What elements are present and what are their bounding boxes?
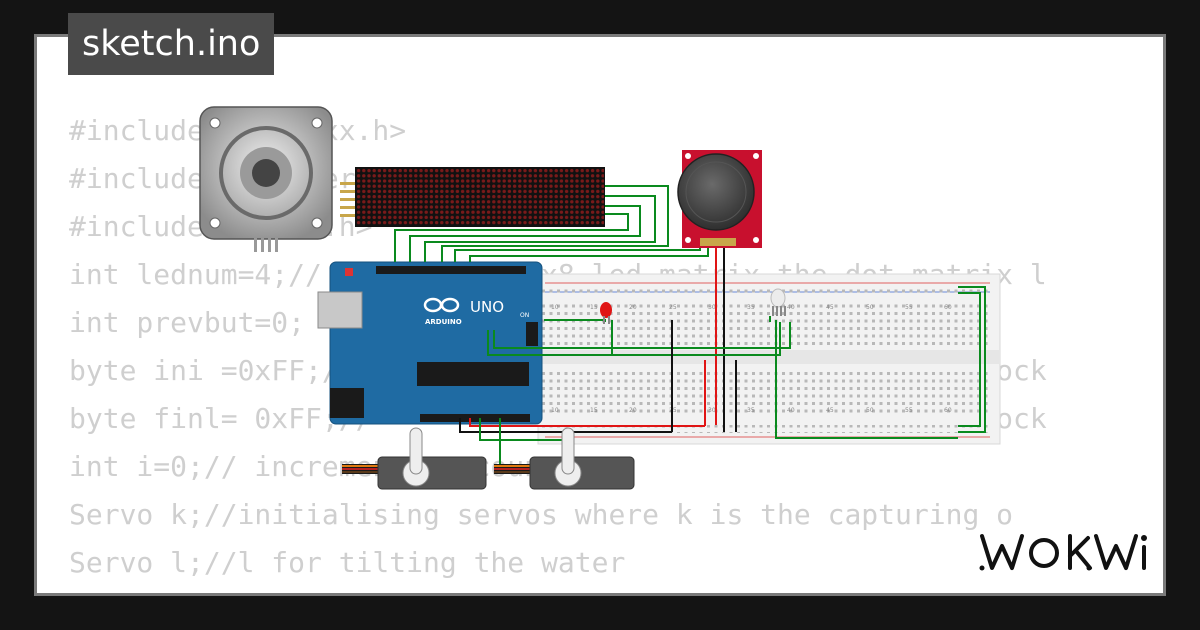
svg-text:60: 60 [944, 407, 952, 414]
svg-text:55: 55 [905, 407, 913, 414]
arduino-brand-label: ARDUINO [425, 318, 462, 326]
code-line: Servo l;//l for tilting the water [69, 546, 626, 579]
servo-motor-right [494, 427, 635, 490]
svg-text:35: 35 [747, 304, 755, 311]
svg-text:40: 40 [787, 407, 795, 414]
svg-text:50: 50 [866, 304, 874, 311]
arduino-model-label: UNO [470, 298, 504, 316]
svg-text:30: 30 [708, 304, 716, 311]
circuit-diagram: 10 15 20 25 30 35 40 45 50 55 60 10 15 2… [199, 106, 1001, 490]
wires [394, 185, 986, 471]
wokwi-logo [979, 534, 1147, 571]
servo-motor-left [342, 427, 487, 490]
svg-text:10: 10 [551, 304, 559, 311]
code-line: Servo k;//initialising servos where k is… [69, 498, 1014, 531]
svg-text:35: 35 [747, 407, 755, 414]
joystick-module [677, 150, 762, 248]
arduino-uno-board: ARDUINO UNO ON [317, 261, 543, 425]
svg-text:20: 20 [629, 304, 637, 311]
svg-text:50: 50 [866, 407, 874, 414]
svg-text:30: 30 [708, 407, 716, 414]
led-matrix [340, 167, 605, 227]
breadboard: 10 15 20 25 30 35 40 45 50 55 60 10 15 2… [537, 273, 1001, 445]
code-line: int prevbut=0; [69, 306, 306, 339]
arduino-on-label: ON [520, 312, 529, 319]
red-led [600, 302, 612, 324]
svg-text:60: 60 [944, 304, 952, 311]
arduino-logo [423, 297, 460, 313]
stepper-motor [199, 106, 333, 252]
svg-text:25: 25 [669, 304, 677, 311]
svg-text:15: 15 [590, 304, 598, 311]
file-name-tab: sketch.ino [68, 13, 275, 75]
svg-text:40: 40 [787, 304, 795, 311]
reset-button [345, 268, 353, 276]
svg-text:55: 55 [905, 304, 913, 311]
svg-text:15: 15 [590, 407, 598, 414]
svg-text:45: 45 [826, 304, 834, 311]
rgb-led [770, 288, 786, 316]
svg-text:10: 10 [551, 407, 559, 414]
code-line: Stepper St(200,4,5,6,12);//initialising … [69, 587, 1047, 593]
svg-text:20: 20 [629, 407, 637, 414]
svg-text:45: 45 [826, 407, 834, 414]
